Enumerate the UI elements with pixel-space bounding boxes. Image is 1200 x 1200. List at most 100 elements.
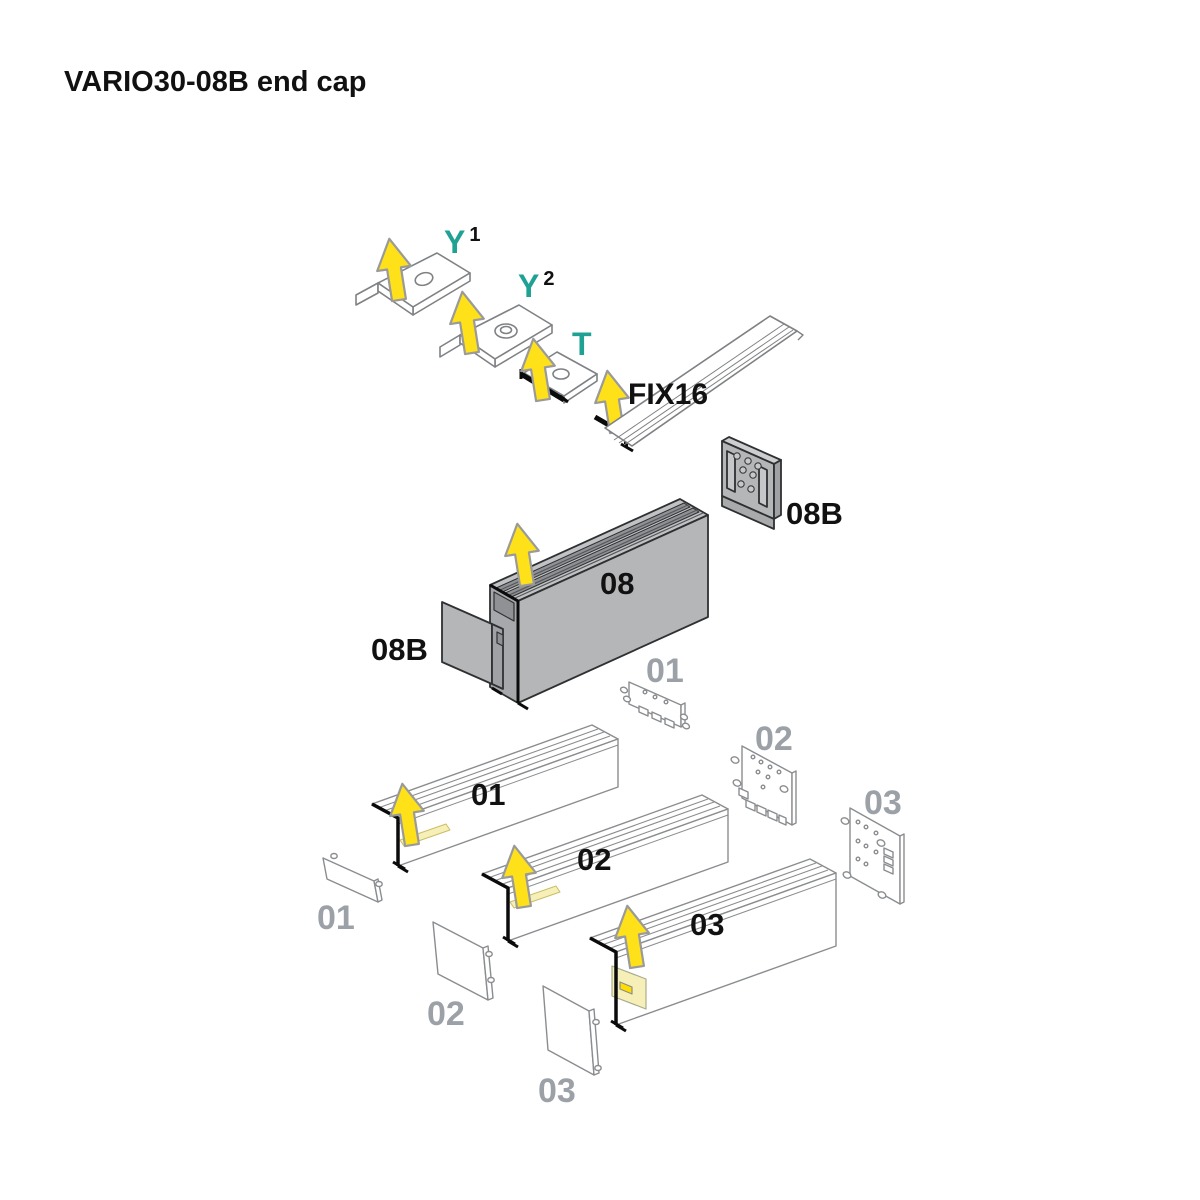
endcap-holes bbox=[733, 452, 762, 493]
plate-peg bbox=[681, 722, 691, 730]
plate-tooth bbox=[651, 711, 662, 723]
profile-01 bbox=[371, 724, 619, 874]
label-profile-03: 03 bbox=[690, 907, 725, 942]
label-profile-02: 02 bbox=[577, 842, 612, 877]
label-y1-base: Y bbox=[444, 224, 466, 260]
plate-peg bbox=[876, 839, 886, 847]
endcap-rail-right bbox=[758, 465, 768, 508]
bracket-wing bbox=[355, 282, 379, 306]
profile-feet bbox=[610, 1019, 627, 1033]
profile-front-line bbox=[615, 878, 837, 959]
page-title: VARIO30-08B end cap bbox=[64, 66, 367, 98]
cover-peg bbox=[594, 1064, 602, 1072]
cover-end-hook bbox=[796, 330, 804, 341]
label-endplate-02: 02 bbox=[755, 720, 793, 758]
plate-tooth bbox=[738, 787, 749, 800]
label-endplate-01: 01 bbox=[646, 652, 684, 690]
endcap-side-edge bbox=[773, 459, 782, 520]
endcap-08b-right bbox=[721, 436, 782, 530]
cover-face bbox=[542, 985, 595, 1076]
clip-foot bbox=[620, 442, 634, 453]
profile-front-line bbox=[397, 744, 619, 825]
cover-thickness-lines bbox=[613, 323, 794, 446]
label-cover-02: 02 bbox=[427, 995, 465, 1033]
endcap-face bbox=[441, 601, 493, 685]
profile-black-edges bbox=[589, 936, 618, 1025]
plate-peg bbox=[840, 817, 850, 825]
plate-peg bbox=[779, 785, 789, 793]
bracket-wing bbox=[439, 334, 461, 358]
cover-01 bbox=[322, 852, 383, 903]
plate-tooth bbox=[767, 809, 778, 822]
cover-peg bbox=[330, 852, 338, 860]
label-y1-sup: 1 bbox=[469, 224, 481, 246]
plate-hole bbox=[863, 843, 869, 849]
plate-tooth bbox=[883, 847, 894, 859]
plate-peg bbox=[730, 756, 740, 764]
label-profile-08: 08 bbox=[600, 566, 635, 601]
plate-tooth bbox=[638, 705, 649, 717]
label-bracket-t: T bbox=[572, 326, 592, 362]
mount-bracket-y1 bbox=[355, 252, 471, 316]
plate-peg bbox=[842, 871, 852, 879]
profile-03 bbox=[589, 858, 837, 1033]
plate-hole bbox=[642, 689, 648, 695]
cover-peg bbox=[592, 1018, 600, 1026]
cover-edge bbox=[588, 1008, 600, 1076]
profile-black-edges bbox=[481, 872, 510, 941]
plate-hole bbox=[758, 759, 764, 765]
cover-peg bbox=[485, 950, 493, 958]
plate-hole bbox=[663, 699, 669, 705]
profile-black-edges bbox=[371, 802, 400, 866]
plate-hole bbox=[855, 838, 861, 844]
cover-peg bbox=[375, 880, 383, 888]
plate-hole bbox=[765, 774, 771, 780]
bracket-hole bbox=[414, 271, 434, 287]
endcap-08b-left bbox=[441, 601, 504, 690]
plate-hole bbox=[855, 856, 861, 862]
plate-tooth bbox=[664, 717, 675, 729]
plate-peg bbox=[732, 779, 742, 787]
cover-03 bbox=[542, 985, 602, 1076]
plate-tooth bbox=[883, 863, 894, 875]
plate-peg bbox=[622, 695, 632, 703]
plate-hole bbox=[776, 769, 782, 775]
plate-edge bbox=[899, 833, 905, 905]
plate-tooth bbox=[778, 814, 787, 826]
profile-left-channel bbox=[493, 591, 515, 622]
label-endplate-03: 03 bbox=[864, 784, 902, 822]
cover-edge bbox=[482, 945, 494, 1001]
plate-peg bbox=[619, 686, 629, 694]
profile-front-line bbox=[507, 814, 729, 895]
plate-tooth bbox=[745, 799, 756, 812]
plate-tooth bbox=[756, 804, 767, 817]
endplate-02 bbox=[730, 745, 797, 826]
cover-peg bbox=[487, 976, 495, 984]
endcap-clip-tab bbox=[496, 631, 504, 647]
label-fix16: FIX16 bbox=[628, 378, 709, 411]
plate-hole bbox=[873, 849, 879, 855]
profile-top-ridges bbox=[377, 728, 611, 816]
endplate-01 bbox=[619, 681, 691, 730]
endcap-rail-left bbox=[726, 450, 736, 493]
plate-hole bbox=[855, 819, 861, 825]
plate-hole bbox=[750, 754, 756, 760]
label-endcap-08b-right: 08B bbox=[786, 496, 843, 531]
bracket-hole bbox=[552, 368, 570, 380]
plate-hole bbox=[760, 784, 766, 790]
plate-peg bbox=[679, 713, 689, 721]
plate-hole bbox=[652, 694, 658, 700]
label-cover-03: 03 bbox=[538, 1072, 576, 1110]
plate-hole bbox=[767, 764, 773, 770]
bracket-hole bbox=[499, 325, 513, 335]
fix16-cover-profile bbox=[604, 315, 804, 447]
led-module-connector bbox=[619, 981, 633, 995]
label-profile-01: 01 bbox=[471, 777, 506, 812]
plate-hole bbox=[863, 861, 869, 867]
plate-hole bbox=[755, 769, 761, 775]
cover-02 bbox=[432, 921, 495, 1001]
profile-feet bbox=[491, 686, 529, 711]
